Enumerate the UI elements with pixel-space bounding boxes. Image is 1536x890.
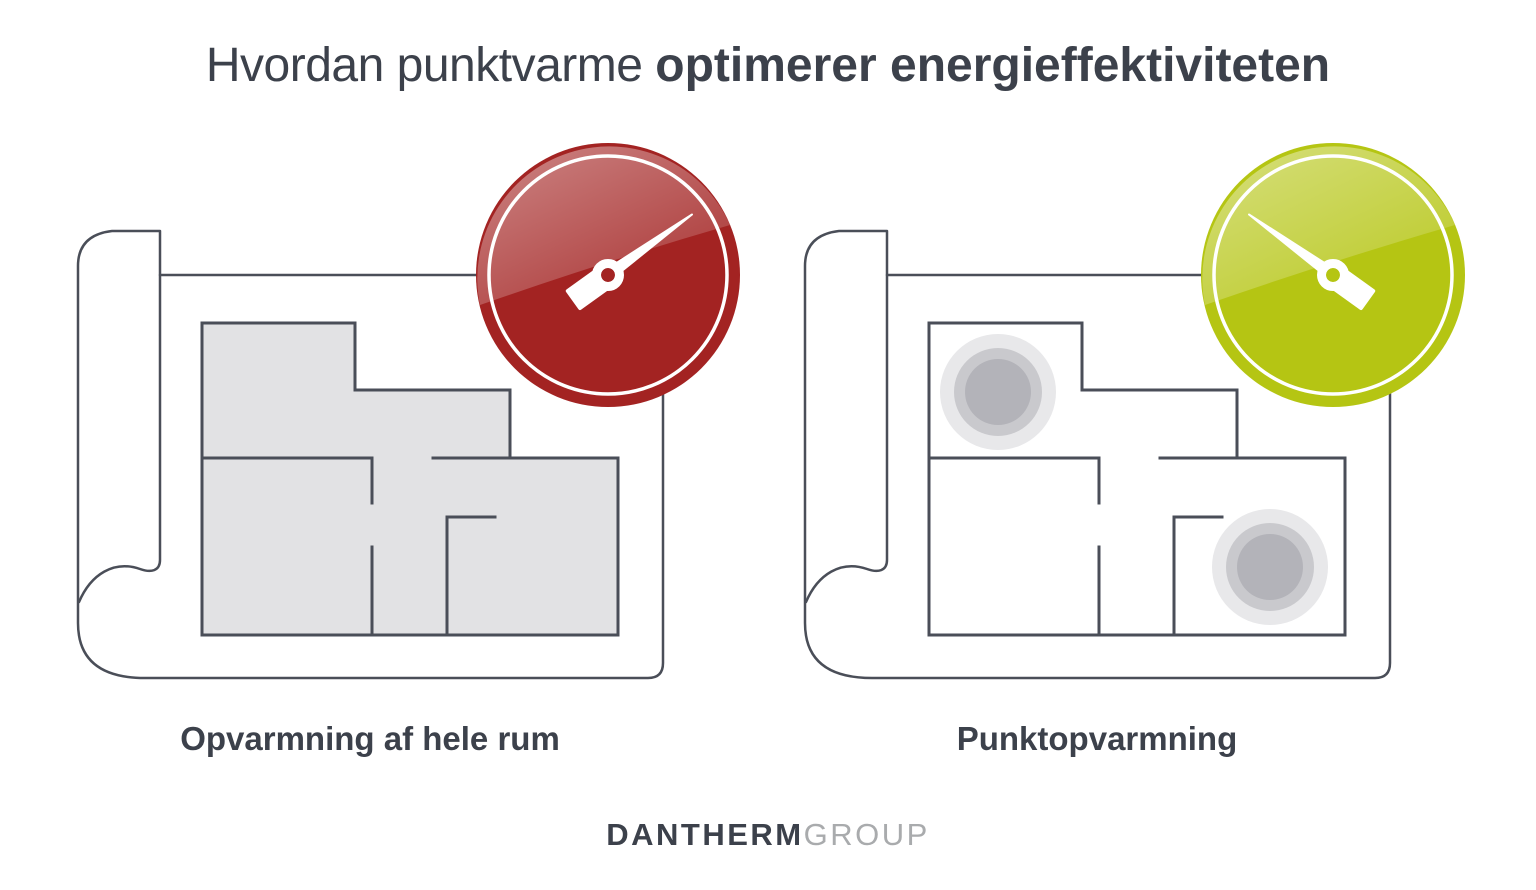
brand-logo-secondary: GROUP bbox=[803, 817, 930, 852]
brand-logo-primary: DANTHERM bbox=[606, 817, 804, 852]
title-regular: Hvordan punktvarme bbox=[205, 39, 643, 92]
heat-spot-icon bbox=[940, 334, 1056, 450]
page-title: Hvordan punktvarme optimerer energieffek… bbox=[0, 38, 1536, 93]
panel-label-whole-room: Opvarmning af hele rum bbox=[180, 720, 560, 757]
title-bold: optimerer energieffektiviteten bbox=[655, 39, 1331, 92]
heat-spot-icon bbox=[1212, 509, 1328, 625]
speedometer-high-icon bbox=[474, 141, 742, 409]
brand-logo: DANTHERMGROUP bbox=[0, 817, 1536, 853]
panel-label-spot-heating: Punktopvarmning bbox=[956, 720, 1238, 757]
speedometer-low-icon bbox=[1199, 141, 1467, 409]
